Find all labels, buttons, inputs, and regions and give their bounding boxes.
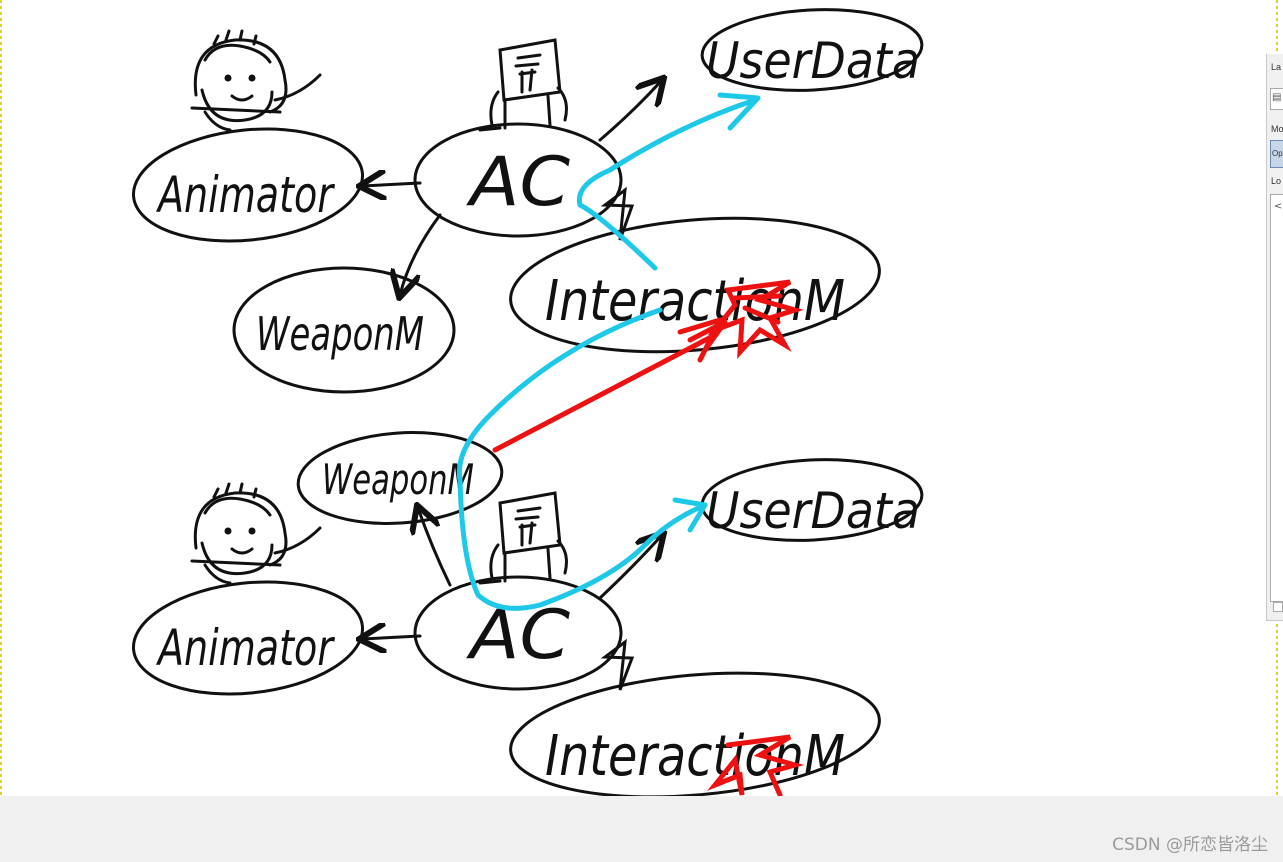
weapon-node [232,266,456,394]
animator-label: Animator [156,619,336,677]
red-scribble-mark [707,734,805,798]
layers-side-panel[interactable]: La ▤ Mo Op Lo < [1266,54,1283,621]
mode-label-fragment: Mo [1271,124,1283,134]
ac-to-animator-arrow [362,636,422,639]
cyan-flow-path [456,307,708,611]
panel-title-fragment: La [1271,62,1282,72]
ac-to-animator-arrow [362,183,422,186]
interaction-node [509,671,881,799]
userdata-node [700,8,924,92]
ac-to-userdata-arrow [598,80,662,142]
canvas-border-left [0,0,2,796]
weapon-label: WeaponM [322,455,474,504]
interaction-label: InteractionM [545,724,845,789]
layers-list[interactable]: < [1270,194,1283,602]
userdata-label: UserData [706,482,920,540]
bottom-status-area [0,796,1283,862]
person-animator-icon [190,29,322,132]
ac-label: AC [466,143,571,222]
red-flow-arrow [492,317,728,453]
ac-to-weapon-arrow [400,213,442,295]
ac-character-icon [478,38,568,132]
mode-select[interactable]: Op [1270,140,1283,168]
interaction-node [509,216,881,354]
ac-node [413,575,623,691]
interaction-to-ac-arrow [600,638,635,691]
chevron-left-icon[interactable]: < [1274,201,1283,212]
weapon-node [296,431,504,525]
panel-toolbar-icon[interactable]: ▤ [1270,88,1283,110]
userdata-label: UserData [706,32,920,90]
interaction-to-ac-arrow [600,186,635,241]
mode-value-fragment: Op [1272,149,1283,158]
person-animator-icon [190,482,322,585]
lock-label-fragment: Lo [1271,176,1282,186]
ac-to-weapon-arrow [418,508,452,587]
watermark-text: CSDN @所恋皆洛尘 [1112,835,1268,855]
panel-checkbox[interactable] [1273,602,1283,612]
layer-stack-icon: ▤ [1272,92,1282,103]
weapon-label: WeaponM [256,307,424,361]
animator-label: Animator [156,166,336,224]
interaction-label: InteractionM [545,269,845,334]
ac-character-icon [478,491,568,585]
ac-to-userdata-arrow [598,535,662,600]
cyan-flow-path [576,92,761,271]
ac-node [413,122,623,238]
